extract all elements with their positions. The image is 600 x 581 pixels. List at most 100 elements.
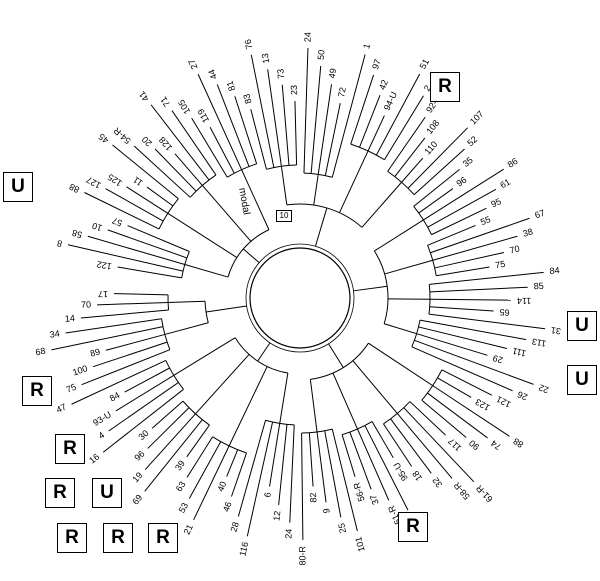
cluster-arc — [413, 206, 432, 235]
leaf-label: 49 — [327, 68, 338, 79]
branch — [231, 452, 247, 497]
branch — [303, 48, 309, 174]
branch — [407, 127, 469, 189]
branch — [154, 148, 197, 192]
leaf-label: 113 — [531, 336, 547, 348]
branch — [361, 181, 402, 228]
leaf-label: 40 — [215, 480, 228, 493]
branch — [105, 188, 164, 222]
leaf-label: 74 — [489, 438, 503, 452]
branch — [339, 150, 369, 213]
marker-r-left: R — [22, 376, 52, 406]
branch — [228, 366, 268, 447]
leaf-label: 125 — [106, 172, 124, 189]
branch — [429, 271, 544, 285]
branch — [423, 168, 504, 221]
branch — [332, 372, 358, 430]
branch — [167, 212, 238, 258]
leaf-label: 88 — [511, 436, 525, 450]
cluster-arc — [341, 421, 373, 436]
branch — [280, 166, 288, 205]
branch — [279, 372, 289, 424]
leaf-label: 81 — [225, 80, 238, 93]
leaf-label: 19 — [130, 470, 144, 484]
branch — [427, 225, 476, 246]
leaf-label: 100 — [71, 363, 88, 377]
leaf-label: 67 — [533, 208, 546, 221]
leaf-label: 97 — [370, 58, 383, 71]
leaf-label: 61 — [498, 177, 512, 191]
leaf-label: 73 — [275, 68, 286, 79]
branch — [353, 285, 388, 292]
leaf-label: 108 — [424, 118, 441, 136]
branch — [364, 425, 409, 511]
cluster-arc — [165, 360, 184, 390]
branch — [401, 157, 424, 183]
branch — [144, 413, 196, 470]
inner-ring-2 — [245, 243, 355, 353]
leaf-label: 80-R — [297, 545, 307, 565]
leaf-label: 89 — [89, 346, 101, 358]
branch — [413, 168, 460, 207]
leaf-label: 88 — [68, 182, 81, 195]
branch — [384, 259, 433, 275]
branch — [324, 430, 342, 518]
branch — [80, 309, 169, 319]
leaf-label: 75 — [65, 382, 78, 395]
branch — [331, 54, 366, 178]
leaf-label: 24 — [283, 529, 293, 539]
branch — [349, 431, 372, 490]
leaf-label: 38 — [522, 226, 534, 238]
branch — [65, 318, 162, 334]
branch — [289, 424, 295, 523]
branch — [441, 369, 493, 396]
branch — [191, 117, 228, 178]
cluster-arc — [161, 318, 171, 350]
branch — [324, 103, 341, 176]
branch — [246, 421, 274, 537]
branch — [234, 96, 258, 164]
leaf-label: 27 — [186, 58, 199, 71]
leaf-label: 107 — [468, 109, 486, 127]
leaf-label: 101 — [353, 536, 366, 553]
leaf-label: 22 — [537, 382, 550, 395]
branch — [173, 337, 236, 376]
super-arc — [310, 342, 369, 380]
branch — [375, 73, 421, 156]
branch — [383, 95, 424, 160]
leaf-label: 17 — [98, 289, 108, 299]
scale-bar: 10 — [276, 210, 292, 222]
branch — [427, 188, 497, 228]
branch — [387, 116, 426, 172]
leaf-label: 61-R — [474, 483, 495, 504]
branch — [242, 248, 260, 264]
branch — [92, 341, 168, 368]
branch — [81, 349, 171, 386]
branch — [350, 74, 375, 145]
branch — [114, 293, 169, 296]
leaf-label: 23 — [289, 85, 299, 95]
leaf-label: 117 — [446, 436, 463, 453]
branch — [205, 305, 247, 313]
branch — [390, 418, 432, 474]
branch — [403, 407, 475, 483]
marker-r-top: R — [430, 72, 460, 102]
cluster-arc — [428, 284, 431, 315]
leaf-label: 8 — [56, 238, 63, 249]
branch — [374, 219, 424, 252]
branch — [310, 65, 322, 174]
leaf-label: 121 — [495, 394, 513, 410]
branch — [371, 421, 394, 459]
branch — [67, 244, 184, 272]
leaf-label: 44 — [206, 68, 219, 81]
marker-r-bottom-2: R — [103, 523, 133, 553]
leaf-label: 70 — [509, 244, 521, 256]
branch — [356, 428, 390, 501]
branch — [97, 301, 169, 306]
branch — [301, 432, 304, 540]
leaf-label: 51 — [418, 57, 432, 71]
marker-r-left-3: R — [45, 478, 75, 508]
leaf-label: 29 — [492, 353, 505, 365]
leaf-label: 2 — [422, 83, 433, 92]
